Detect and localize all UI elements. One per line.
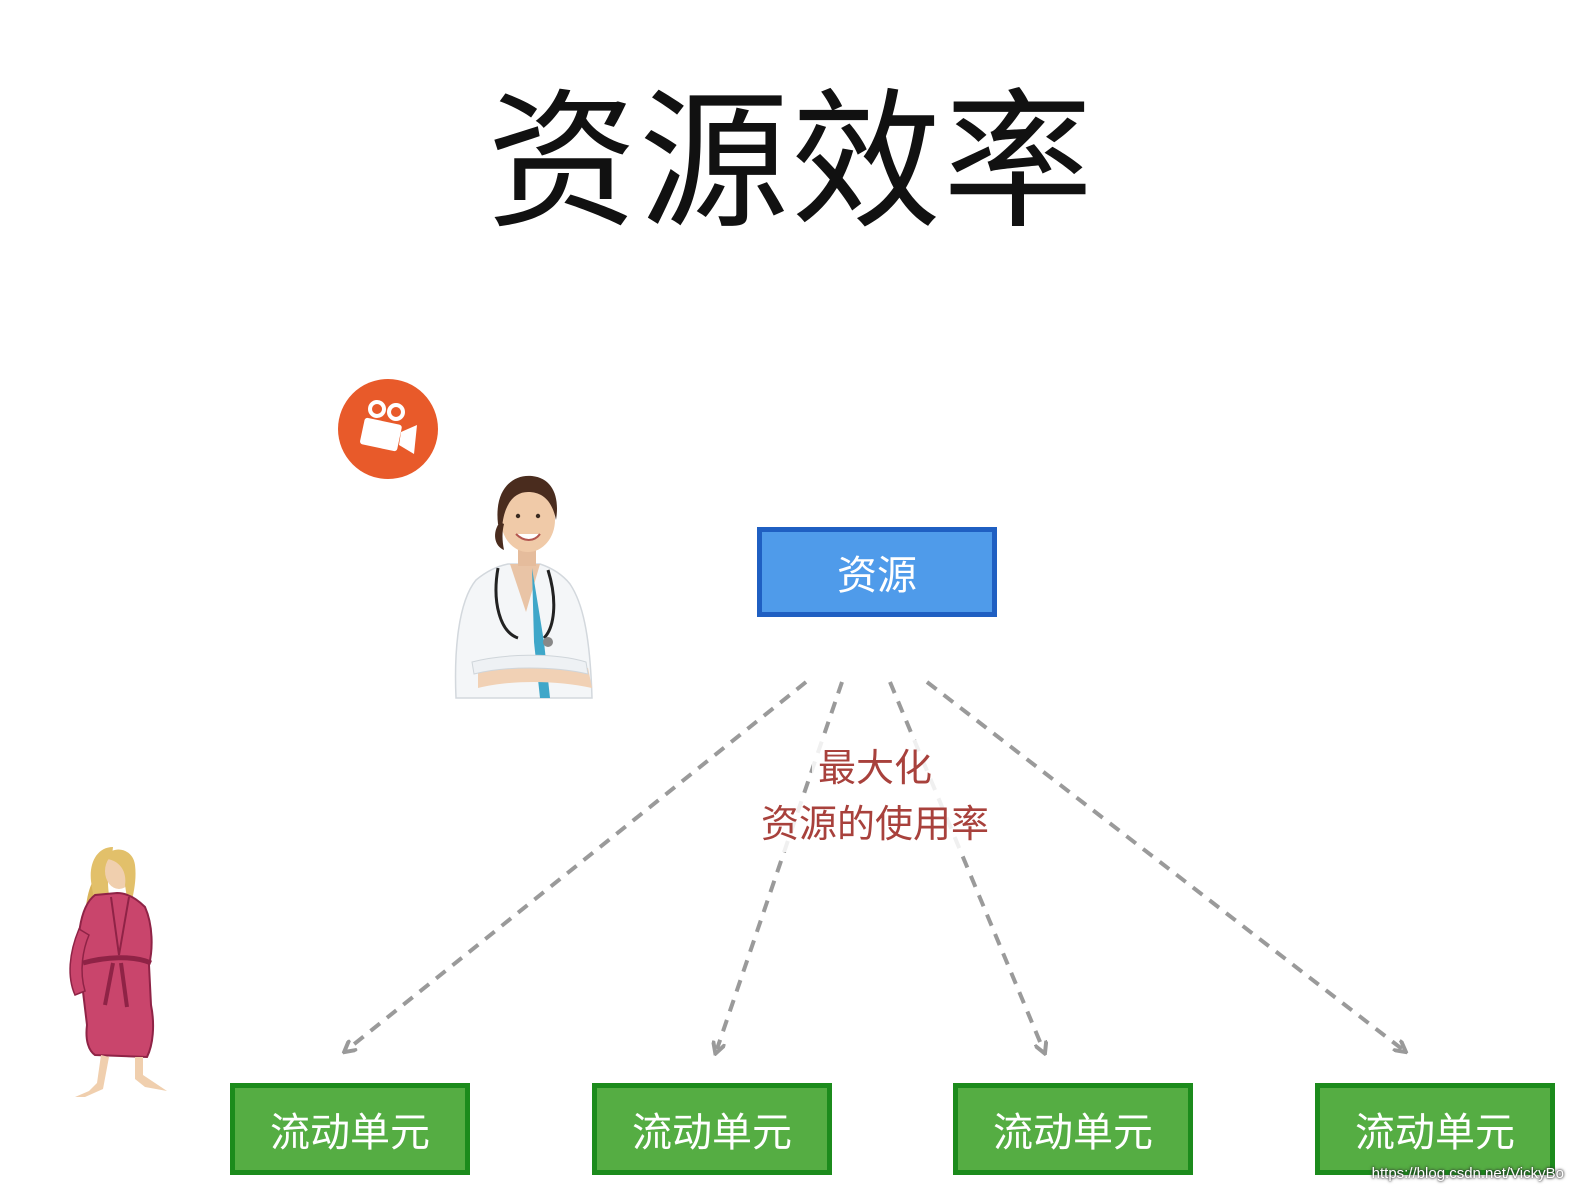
- video-camera-icon: [338, 379, 438, 479]
- flow-unit-label: 流动单元: [632, 1110, 792, 1156]
- slide-title: 资源效率: [486, 76, 1095, 250]
- annotation-line-2: 资源的使用率: [754, 796, 995, 852]
- flow-unit-label: 流动单元: [1355, 1110, 1515, 1156]
- flow-unit-box-3: 流动单元: [953, 1083, 1193, 1175]
- patient-illustration: [69, 847, 167, 1097]
- watermark: https://blog.csdn.net/VickyBo: [1371, 1165, 1564, 1182]
- flow-unit-label: 流动单元: [270, 1110, 430, 1156]
- flow-unit-box-1: 流动单元: [230, 1083, 470, 1175]
- arrow-to-unit-4: [925, 680, 1402, 1049]
- flow-unit-box-2: 流动单元: [592, 1083, 832, 1175]
- maximize-utilization-note: 最大化 资源的使用率: [720, 740, 1030, 852]
- arrow-to-unit-1: [348, 680, 808, 1049]
- doctor-illustration: [454, 475, 593, 699]
- flow-unit-label: 流动单元: [993, 1110, 1153, 1156]
- resource-box: 资源: [757, 527, 997, 617]
- resource-box-label: 资源: [837, 553, 917, 599]
- arrow-to-unit-3: [888, 681, 1043, 1049]
- annotation-line-1: 最大化: [811, 740, 938, 796]
- flow-unit-box-4: 流动单元: [1315, 1083, 1555, 1175]
